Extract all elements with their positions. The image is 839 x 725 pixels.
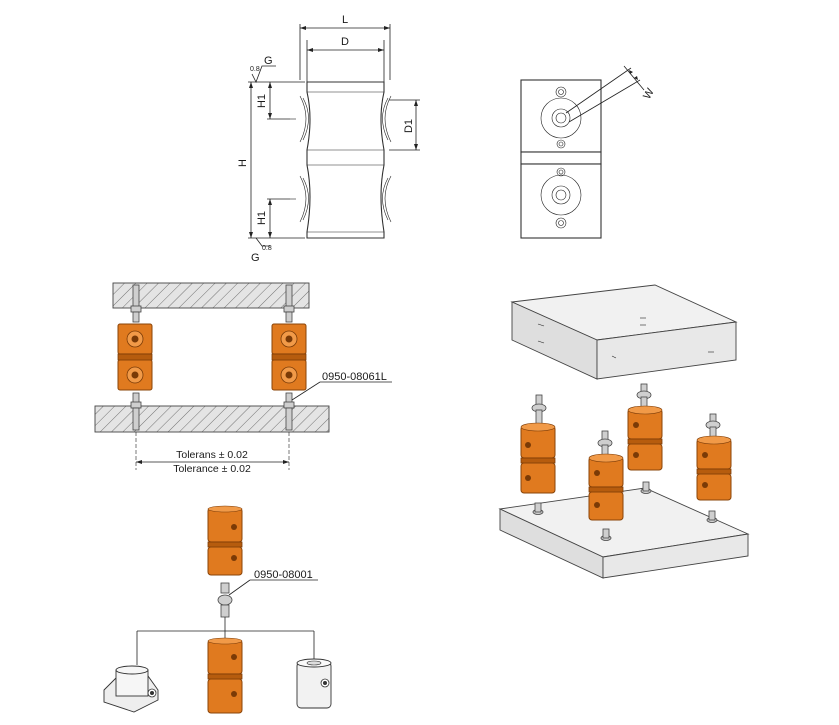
datum-g-bottom-label: G (251, 252, 260, 264)
top-plate (510, 284, 738, 380)
fixture-cylinder (296, 658, 332, 709)
dimension-h1-top-label: H1 (256, 94, 268, 108)
callout-pin-bottom: 0950-08001 (254, 569, 313, 581)
dimension-h1-bottom-label: H1 (256, 211, 268, 225)
dimension-h-label: H (237, 159, 249, 167)
pin-top-right (283, 284, 295, 323)
iso-cylinder-1 (520, 394, 556, 494)
bottom-plate (498, 481, 750, 579)
pin-component (217, 582, 233, 618)
orange-block-left (117, 323, 153, 391)
roughness-bottom-label: 0.8 (262, 245, 272, 252)
pin-top-left (130, 284, 142, 323)
tolerance-english: Tolerance ± 0.02 (173, 463, 251, 475)
front-view: L D H H1 (237, 14, 420, 264)
components-view: 0950-08001 (103, 505, 332, 714)
dimension-w-label: W (641, 86, 657, 102)
iso-cylinder-2 (627, 383, 663, 471)
side-view: W (520, 65, 657, 239)
dimension-d1-label: D1 (403, 119, 415, 133)
callout-pin-top: 0950-08061L (322, 371, 387, 383)
pin-bottom-left (130, 392, 142, 431)
orange-block-right (271, 323, 307, 391)
datum-g-top-label: G (264, 55, 273, 67)
orange-cylinder-bottom (207, 637, 243, 714)
dimension-l-label: L (342, 14, 348, 26)
isometric-assembly-view (498, 284, 750, 579)
pin-bottom-right (283, 392, 295, 431)
tolerance-swedish: Tolerans ± 0.02 (176, 449, 248, 461)
orange-cylinder-top (207, 505, 243, 576)
iso-cylinder-4 (588, 430, 624, 521)
roughness-top-label: 0.8 (250, 66, 260, 73)
plate-assembly-view: 0950-08061L Tolerans ± 0.02 Tolerance ± … (94, 282, 392, 475)
fixture-bracket (103, 665, 159, 713)
dimension-d-label: D (341, 36, 349, 48)
iso-cylinder-3 (696, 413, 732, 501)
